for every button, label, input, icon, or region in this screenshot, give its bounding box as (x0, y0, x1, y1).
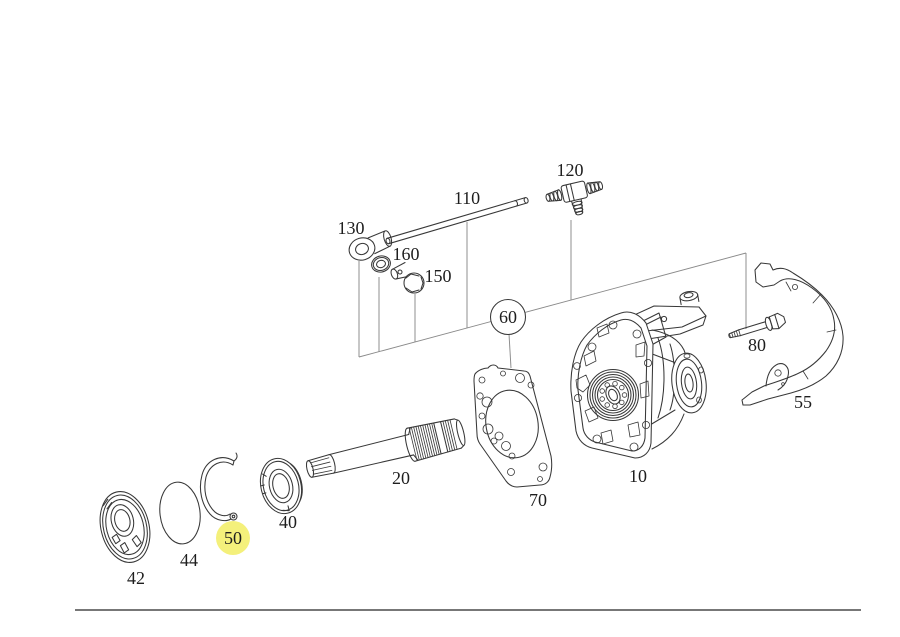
part-label-110[interactable]: 110 (454, 188, 480, 208)
part-labels: 130 160 150 110 120 70 10 80 55 20 40 44… (127, 160, 812, 588)
part-10-housing-drawing (570, 290, 707, 459)
part-label-120[interactable]: 120 (557, 160, 584, 180)
part-label-50[interactable]: 50 (224, 528, 242, 548)
part-label-20[interactable]: 20 (392, 468, 410, 488)
part-50-highlight[interactable]: 50 (216, 521, 250, 555)
highlight-circle[interactable] (216, 521, 250, 555)
part-50-snap-ring-drawing (199, 452, 238, 522)
part-20-shaft-drawing (305, 418, 466, 478)
snap-ring-eyelet (229, 512, 238, 521)
part-44-oring-drawing (159, 481, 201, 545)
actuator-stub (679, 290, 700, 306)
bracket-tab-hole (774, 369, 782, 377)
callout-circle[interactable] (489, 298, 527, 336)
part-70-gasket-drawing (473, 364, 553, 488)
part-label-44[interactable]: 44 (180, 550, 198, 570)
part-label-60[interactable]: 60 (499, 307, 517, 327)
part-160-seal-ring-drawing (371, 255, 391, 273)
part-42-cover-drawing (99, 491, 151, 563)
part-label-10[interactable]: 10 (629, 466, 647, 486)
part-80-bolt-drawing (728, 312, 787, 339)
housing-flange-holes (573, 320, 653, 452)
part-label-80[interactable]: 80 (748, 335, 766, 355)
part-110-pipe-drawing (385, 197, 529, 245)
part-label-40[interactable]: 40 (279, 512, 297, 532)
part-60-callout[interactable]: 60 (489, 298, 527, 336)
part-120-t-fitting-drawing (545, 180, 604, 216)
part-40-bearing-drawing (259, 457, 303, 515)
leader-60-70 (508, 333, 512, 369)
part-label-55[interactable]: 55 (794, 392, 812, 412)
bracket-end-hole (792, 283, 799, 290)
housing-web-cutouts (575, 323, 650, 445)
part-label-130[interactable]: 130 (338, 218, 365, 238)
housing-bearing-bore (586, 368, 640, 422)
gasket-holes (476, 370, 548, 482)
part-label-160[interactable]: 160 (393, 244, 420, 264)
part-130-bushing-drawing (348, 230, 393, 261)
part-150-screw-drawing (390, 261, 425, 294)
part-label-70[interactable]: 70 (529, 490, 547, 510)
part-55-bracket-drawing (741, 262, 844, 406)
leader-diagonal (358, 252, 747, 358)
leader-lines (358, 220, 747, 369)
part-label-150[interactable]: 150 (425, 266, 452, 286)
part-label-42[interactable]: 42 (127, 568, 145, 588)
